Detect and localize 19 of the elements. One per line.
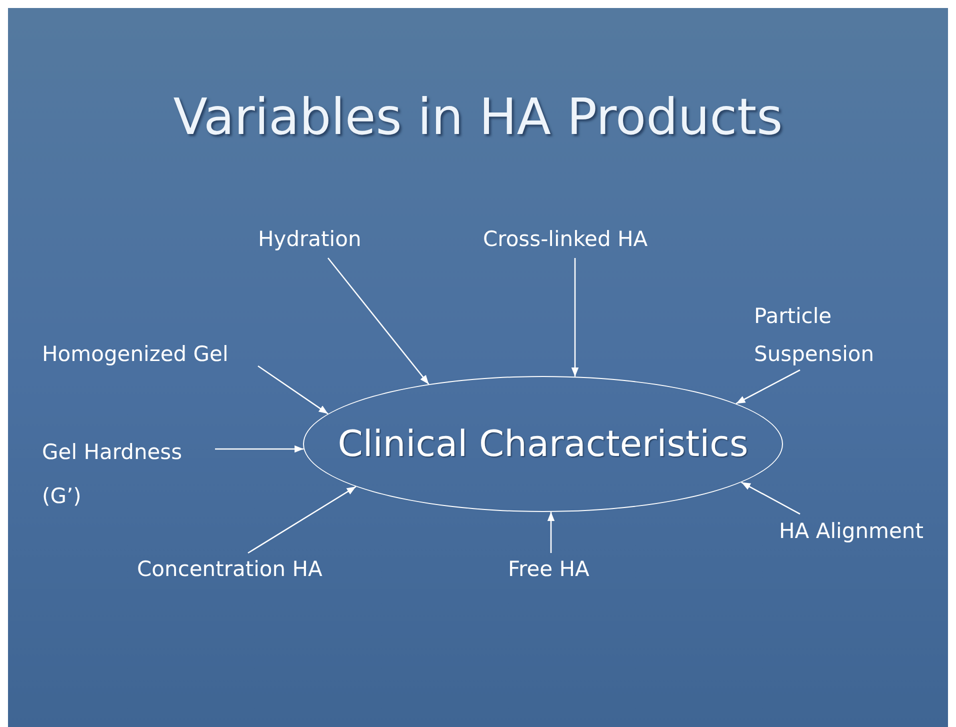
variable-label: Hydration xyxy=(258,220,378,258)
arrow xyxy=(248,486,356,554)
slide-title: Variables in HA Products xyxy=(172,88,784,146)
arrow xyxy=(547,512,555,553)
variable-label: Free HA xyxy=(508,550,608,588)
arrow xyxy=(258,365,328,414)
arrow xyxy=(328,258,430,385)
variable-label: Cross-linked HA xyxy=(483,220,673,258)
ellipse-node xyxy=(303,376,783,512)
arrow xyxy=(741,482,800,515)
variable-label: Homogenized Gel xyxy=(42,335,252,373)
variable-label: Gel Hardness (G’) xyxy=(42,430,202,518)
node-label: Clinical Characteristics xyxy=(338,424,748,464)
variable-label: HA Alignment xyxy=(779,512,944,550)
variable-label: Particle Suspension xyxy=(754,297,894,373)
variable-label: Concentration HA xyxy=(137,550,352,588)
arrow xyxy=(736,369,800,404)
arrow xyxy=(215,445,304,453)
arrow xyxy=(571,258,579,377)
